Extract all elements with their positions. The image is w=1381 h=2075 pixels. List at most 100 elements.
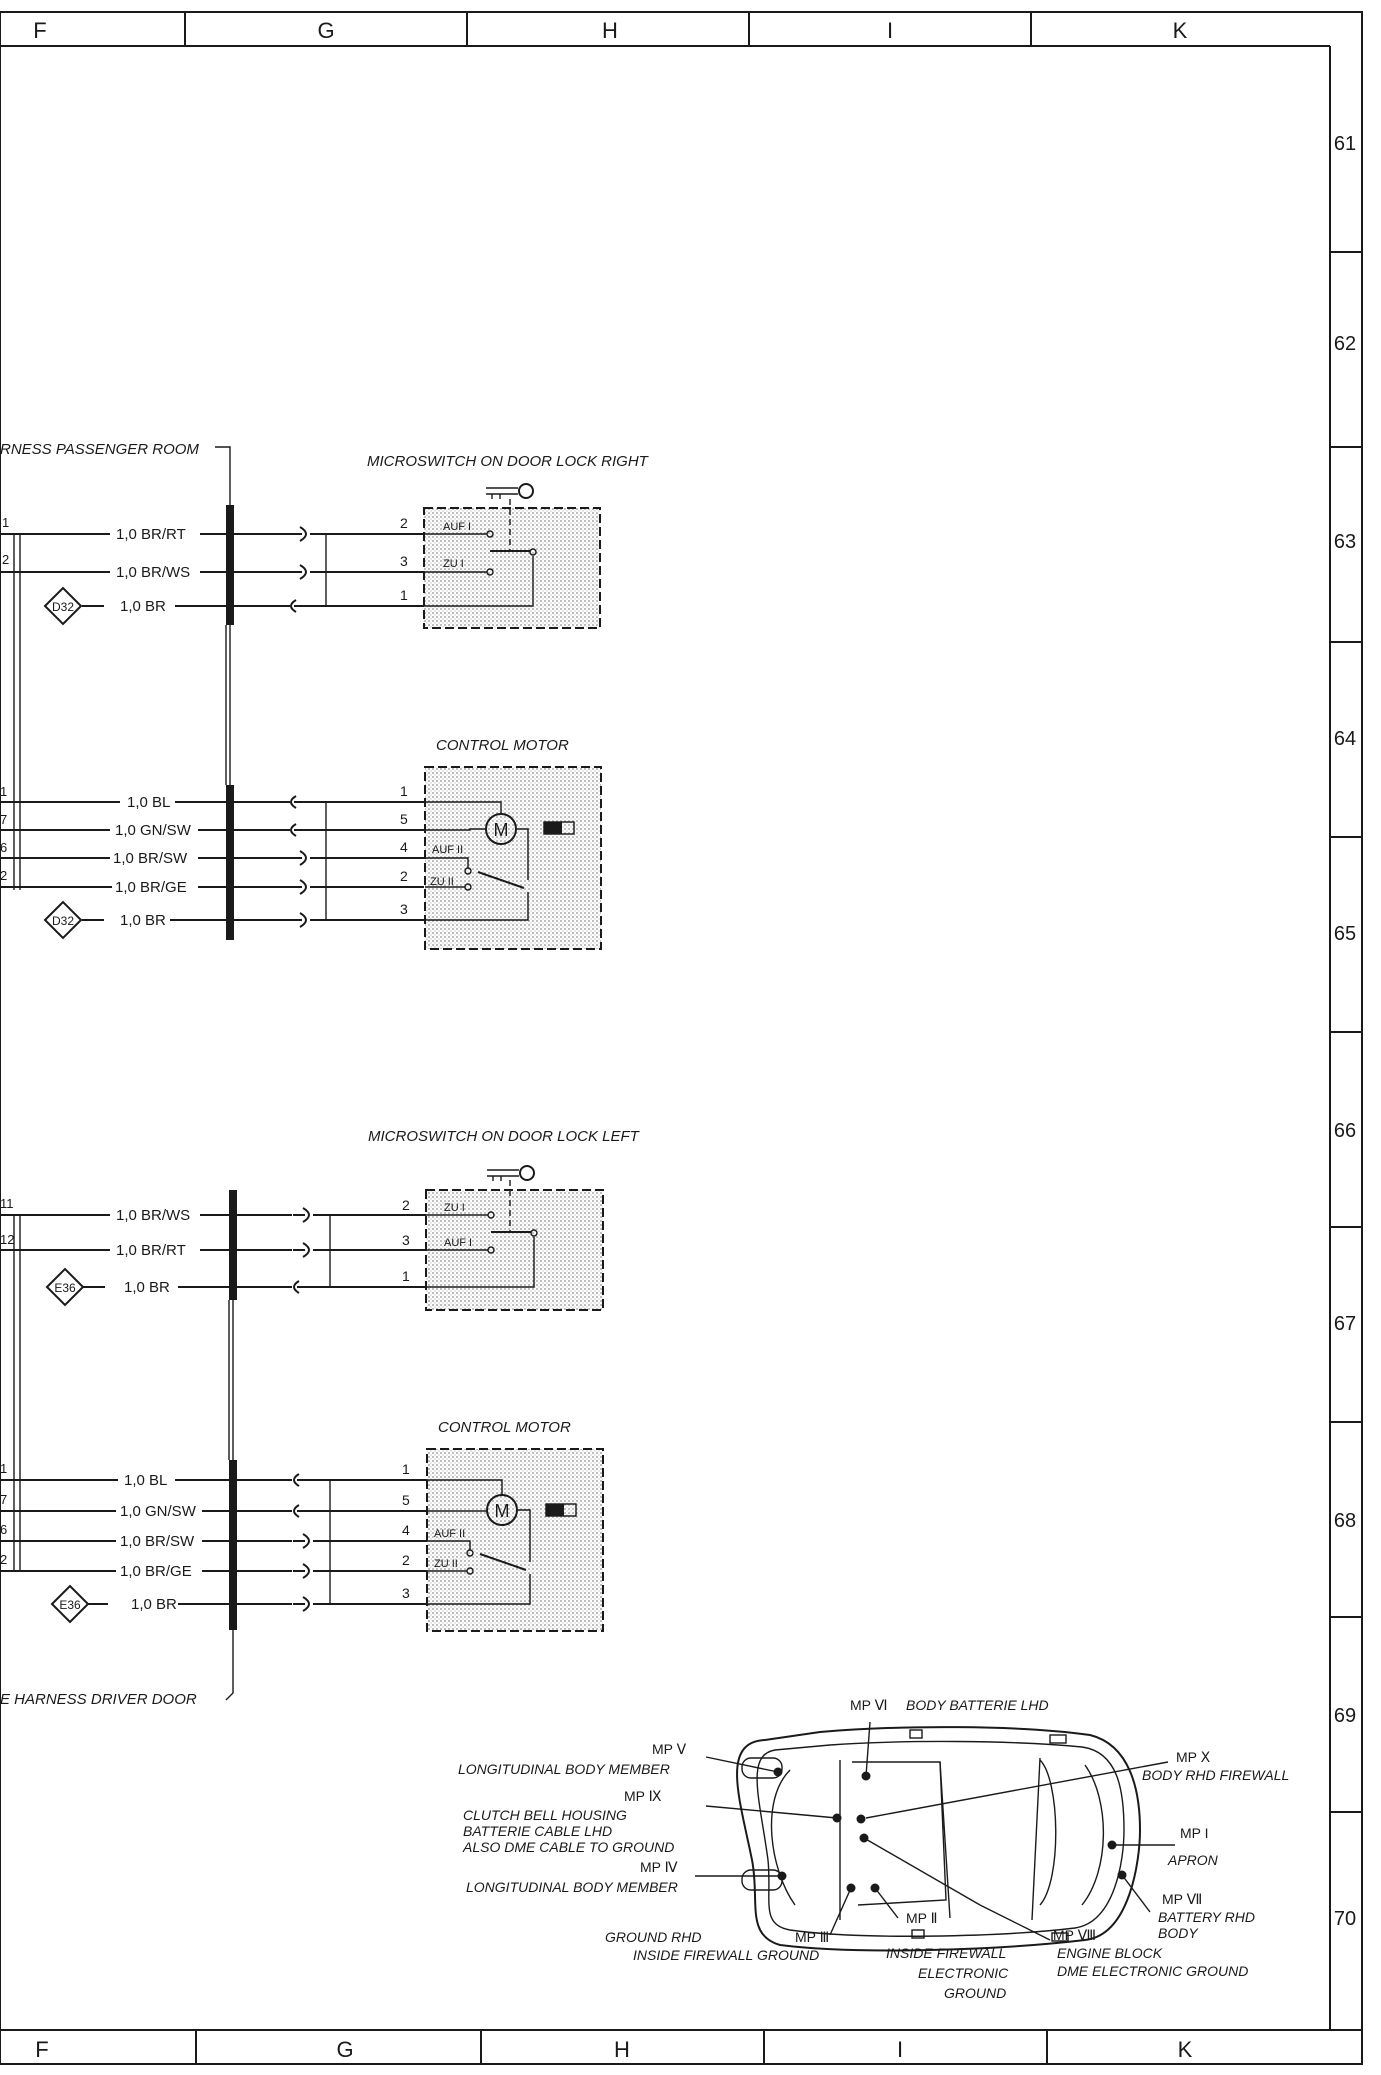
driver-harness-label: E HARNESS DRIVER DOOR <box>0 1691 197 1708</box>
svg-text:MP Ⅵ: MP Ⅵ <box>850 1697 888 1713</box>
column-dividers <box>184 12 1048 2064</box>
key-icon <box>486 483 534 499</box>
passenger-harness-label: RNESS PASSENGER ROOM <box>0 441 231 505</box>
ground-tag-e36-b: E36 <box>50 1584 90 1624</box>
svg-text:MP Ⅲ: MP Ⅲ <box>795 1929 829 1945</box>
svg-text:ELECTRONIC: ELECTRONIC <box>918 1965 1009 1981</box>
svg-text:LONGITUDINAL BODY MEMBER: LONGITUDINAL BODY MEMBER <box>466 1879 678 1895</box>
svg-text:D32: D32 <box>52 914 74 928</box>
passenger-microswitch-title: MICROSWITCH ON DOOR LOCK RIGHT <box>367 453 650 470</box>
svg-text:APRON: APRON <box>1167 1852 1219 1868</box>
svg-text:M: M <box>494 820 509 840</box>
svg-text:5: 5 <box>400 811 408 827</box>
ground-point-mp2: MP Ⅱ INSIDE FIREWALL ELECTRONIC GROUND <box>886 1910 1009 2001</box>
col-label-h-bottom: H <box>614 2037 630 2062</box>
svg-text:MP Ⅳ: MP Ⅳ <box>640 1859 678 1875</box>
passenger-motor-title: CONTROL MOTOR <box>436 737 569 754</box>
key-icon <box>487 1165 535 1181</box>
svg-text:2: 2 <box>2 552 9 567</box>
driver-bus-bar <box>225 1190 237 1701</box>
svg-text:1,0 BR: 1,0 BR <box>120 912 166 929</box>
row-label-62: 62 <box>1334 333 1356 355</box>
passenger-microswitch: MICROSWITCH ON DOOR LOCK RIGHT 2 3 1 AUF… <box>367 453 650 629</box>
ground-point-mp9: MP Ⅸ CLUTCH BELL HOUSING BATTERIE CABLE … <box>462 1788 674 1855</box>
svg-text:ZU I: ZU I <box>443 558 464 570</box>
driver-microswitch-wires: 1,0 BR/WS 1,0 BR/RT 1,0 BR E36 <box>18 1207 426 1307</box>
ground-point-mp5: MP Ⅴ LONGITUDINAL BODY MEMBER <box>458 1741 687 1777</box>
svg-text:MP Ⅸ: MP Ⅸ <box>624 1788 662 1804</box>
svg-text:1: 1 <box>400 783 408 799</box>
car-top-view-icon <box>736 1726 1142 1952</box>
svg-text:2: 2 <box>400 515 408 531</box>
svg-text:ENGINE BLOCK: ENGINE BLOCK <box>1057 1945 1163 1961</box>
svg-text:AUF II: AUF II <box>432 844 463 856</box>
passenger-wire-br-ws: 1,0 BR/WS <box>116 564 190 581</box>
svg-text:1,0 BR/WS: 1,0 BR/WS <box>116 1207 190 1224</box>
ground-points-car-diagram: MP Ⅵ BODY BATTERIE LHD MP Ⅴ LONGITUDINAL… <box>458 1697 1289 2001</box>
col-label-g: G <box>317 18 334 43</box>
ground-point-leaders <box>695 1721 1175 1941</box>
svg-text:MP Ⅶ: MP Ⅶ <box>1162 1891 1202 1907</box>
row-label-64: 64 <box>1334 728 1356 750</box>
svg-text:1,0 GN/SW: 1,0 GN/SW <box>115 822 192 839</box>
svg-text:MP Ⅱ: MP Ⅱ <box>906 1910 938 1926</box>
svg-text:CLUTCH BELL HOUSING: CLUTCH BELL HOUSING <box>463 1807 627 1823</box>
svg-text:4: 4 <box>400 839 408 855</box>
driver-left-connector: 11 12 1 7 6 2 <box>0 1196 21 1572</box>
svg-text:2: 2 <box>400 868 408 884</box>
svg-text:AUF I: AUF I <box>443 521 471 533</box>
row-dividers <box>1330 251 1362 1813</box>
svg-text:5: 5 <box>402 1492 410 1508</box>
svg-text:LONGITUDINAL BODY MEMBER: LONGITUDINAL BODY MEMBER <box>458 1761 670 1777</box>
svg-text:1: 1 <box>402 1268 410 1284</box>
svg-text:E HARNESS DRIVER DOOR: E HARNESS DRIVER DOOR <box>0 1691 197 1708</box>
svg-text:3: 3 <box>400 901 408 917</box>
svg-text:4: 4 <box>402 1522 410 1538</box>
passenger-microswitch-wires: 1,0 BR/RT 1,0 BR/WS 1,0 BR D32 <box>18 526 424 626</box>
svg-text:INSIDE FIREWALL: INSIDE FIREWALL <box>886 1945 1006 1961</box>
svg-text:1,0 BR/GE: 1,0 BR/GE <box>120 1563 192 1580</box>
ground-point-mp7: MP Ⅶ BATTERY RHD BODY <box>1158 1891 1255 1941</box>
svg-text:BODY RHD FIREWALL: BODY RHD FIREWALL <box>1142 1767 1289 1783</box>
svg-text:7: 7 <box>0 1492 7 1507</box>
driver-microswitch: MICROSWITCH ON DOOR LOCK LEFT 2 3 1 ZU I… <box>368 1128 641 1311</box>
passenger-wire-br-rt: 1,0 BR/RT <box>116 526 186 543</box>
svg-text:AUF I: AUF I <box>444 1237 472 1249</box>
svg-text:E36: E36 <box>59 1598 81 1612</box>
svg-text:1: 1 <box>402 1461 410 1477</box>
svg-text:DME ELECTRONIC GROUND: DME ELECTRONIC GROUND <box>1057 1963 1248 1979</box>
svg-text:2: 2 <box>0 1552 7 1567</box>
svg-text:7: 7 <box>0 812 7 827</box>
svg-text:BATTERIE CABLE LHD: BATTERIE CABLE LHD <box>463 1823 612 1839</box>
col-label-i-bottom: I <box>897 2037 903 2062</box>
svg-text:1,0 BR/GE: 1,0 BR/GE <box>115 879 187 896</box>
position-indicator-icon <box>543 821 575 835</box>
svg-text:1: 1 <box>400 587 408 603</box>
col-label-h: H <box>602 18 618 43</box>
svg-text:1,0 BL: 1,0 BL <box>127 794 170 811</box>
svg-text:1,0 BR: 1,0 BR <box>131 1596 177 1613</box>
row-label-61: 61 <box>1334 133 1356 155</box>
row-label-67: 67 <box>1334 1313 1356 1335</box>
ground-point-dots <box>773 1767 1127 1893</box>
svg-text:RNESS PASSENGER ROOM: RNESS PASSENGER ROOM <box>0 441 199 458</box>
svg-text:M: M <box>495 1501 510 1521</box>
row-label-68: 68 <box>1334 1510 1356 1532</box>
svg-text:E36: E36 <box>54 1281 76 1295</box>
driver-control-motor: CONTROL MOTOR 1 5 4 2 3 M AUF II ZU II <box>402 1419 604 1632</box>
ground-point-mp4: MP Ⅳ LONGITUDINAL BODY MEMBER <box>466 1859 678 1895</box>
ground-point-mp10: MP Ⅹ BODY RHD FIREWALL <box>1142 1749 1289 1783</box>
svg-text:MP Ⅴ: MP Ⅴ <box>652 1741 687 1757</box>
col-label-g-bottom: G <box>336 2037 353 2062</box>
svg-text:BATTERY RHD: BATTERY RHD <box>1158 1909 1255 1925</box>
row-label-69: 69 <box>1334 1705 1356 1727</box>
svg-text:MP Ⅹ: MP Ⅹ <box>1176 1749 1211 1765</box>
svg-text:AUF II: AUF II <box>434 1528 465 1540</box>
svg-text:D32: D32 <box>52 600 74 614</box>
row-label-70: 70 <box>1334 1908 1356 1930</box>
column-labels-top: F G H I K <box>33 18 1187 43</box>
ground-tag-d32-b: D32 <box>43 900 83 940</box>
svg-text:1,0 BR/SW: 1,0 BR/SW <box>120 1533 195 1550</box>
col-label-f: F <box>33 18 46 43</box>
svg-text:12: 12 <box>0 1232 14 1247</box>
